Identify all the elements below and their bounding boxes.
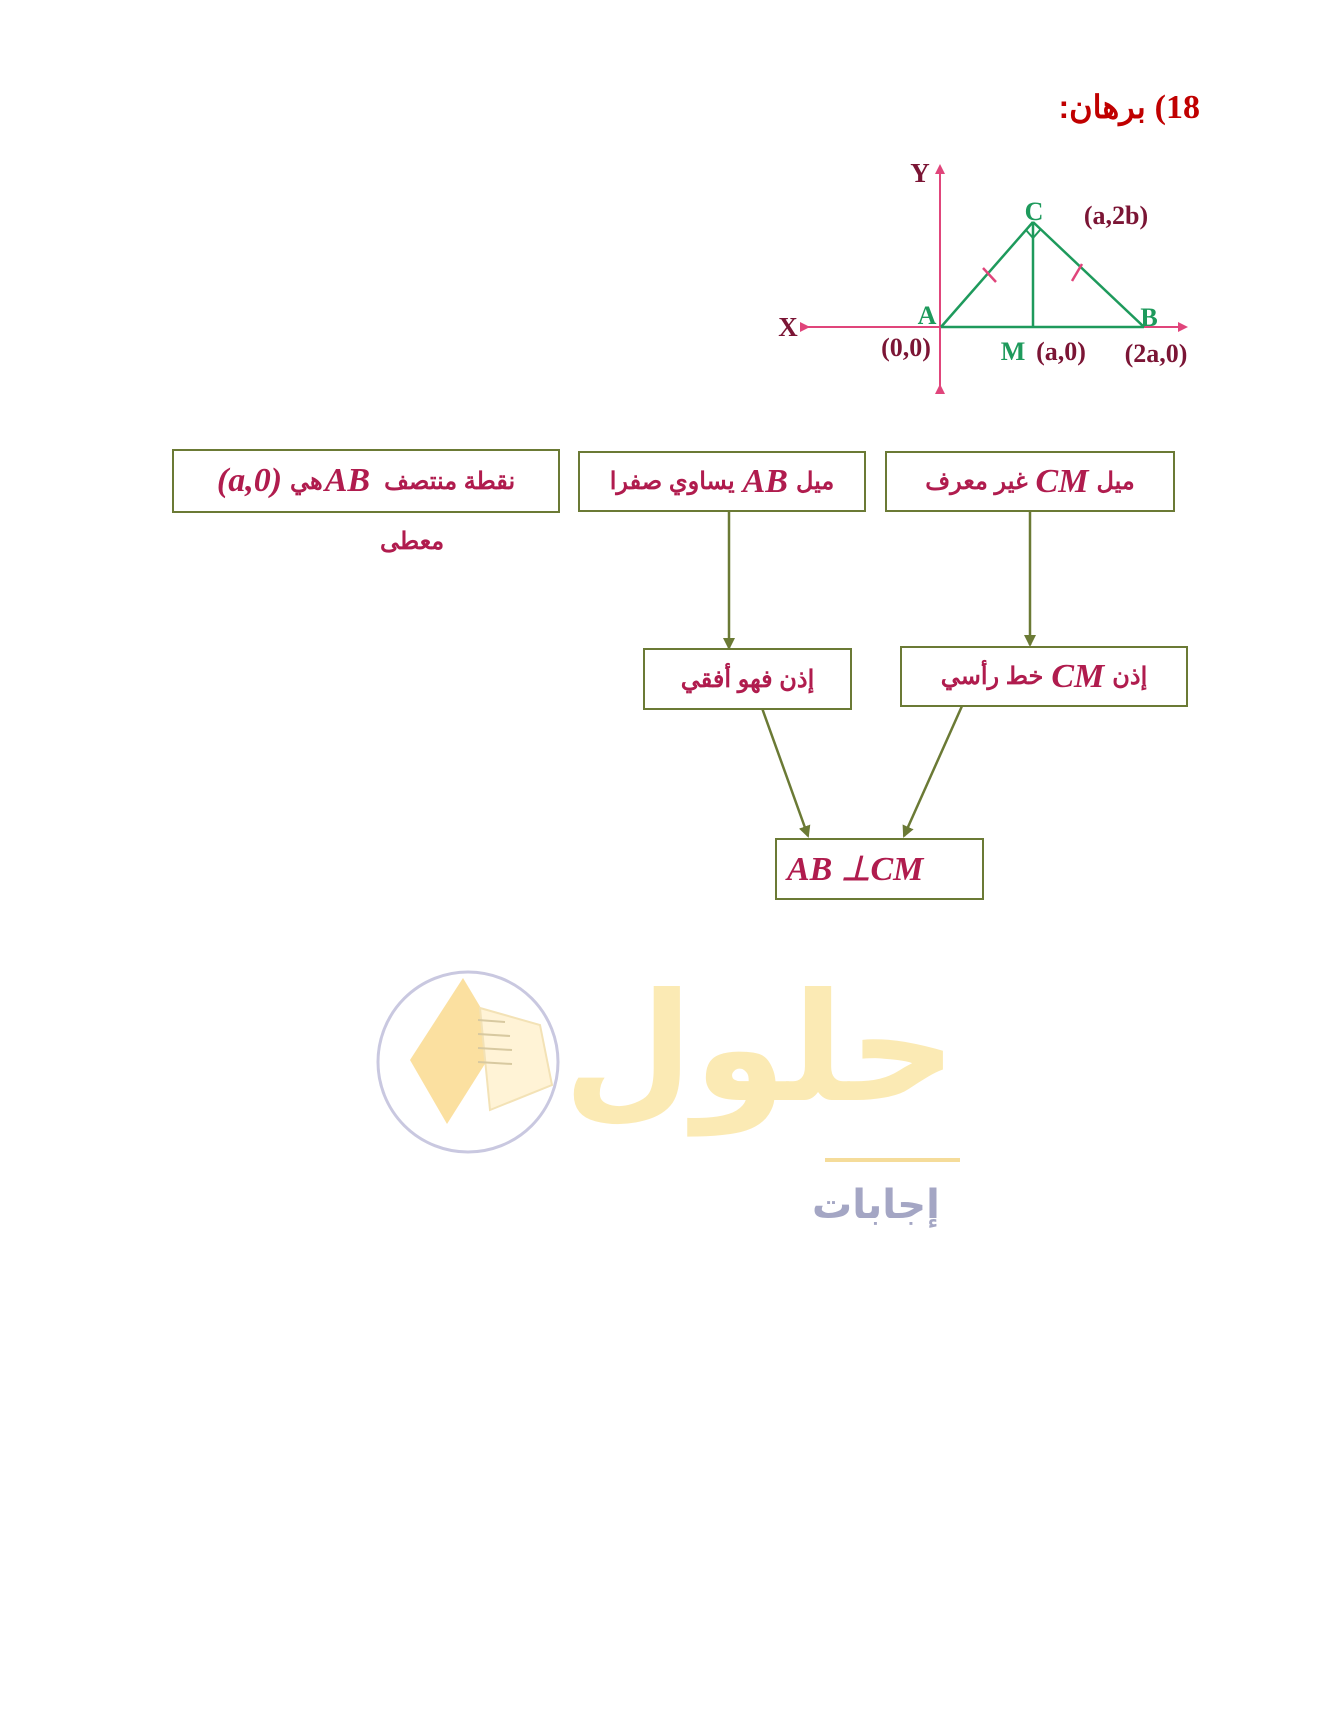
box5-text: إذن فهو أفقي [680, 665, 815, 693]
box3-math2: (a,0) [216, 462, 283, 499]
box3-mid-text: هي [290, 467, 323, 495]
box1-math: CM [1035, 462, 1089, 500]
box4-pre-text: إذن [1112, 663, 1148, 690]
box-ab-horizontal: إذن فهو أفقي [643, 648, 852, 710]
arrow-box4-to-box6 [902, 705, 964, 838]
axis-x-label: X [778, 312, 798, 342]
watermark-book-icon [410, 978, 500, 1124]
tick-mark-ac [982, 267, 997, 283]
axis-y-label: Y [910, 158, 930, 188]
problem-number: 18) [1154, 89, 1200, 126]
box-cm-slope-undefined: ميل CM غير معرف [885, 451, 1175, 512]
right-angle-mark [1025, 229, 1041, 240]
point-c-coords: (a,2b) [1084, 201, 1148, 230]
side-ac [940, 221, 1034, 328]
box3-pre-text: نقطة منتصف [384, 467, 516, 495]
box-perpendicular-conclusion: AB ⊥CM [775, 838, 984, 900]
box2-post-text: يساوي صفرا [609, 468, 735, 495]
box1-post-text: غير معرف [925, 468, 1028, 495]
box2-pre-text: ميل [795, 468, 835, 495]
box4-post-text: خط رأسي [940, 663, 1044, 690]
problem-title: برهان: [1058, 89, 1146, 125]
point-a-label: A [918, 301, 937, 330]
box1-pre-text: ميل [1096, 468, 1135, 495]
box-cm-vertical: إذن CM خط رأسي [900, 646, 1188, 707]
point-a-coords: (0,0) [881, 333, 931, 362]
watermark-logo-text: حلول [563, 962, 957, 1137]
point-b-label: B [1140, 303, 1157, 332]
problem-heading: 18) برهان: [1058, 88, 1200, 127]
side-cb [1032, 221, 1145, 328]
point-b-coords: (2a,0) [1125, 339, 1188, 368]
watermark-caption: إجابات [812, 1182, 940, 1228]
box-ab-slope-zero: ميل AB يساوي صفرا [578, 451, 866, 512]
watermark-circle [376, 970, 560, 1154]
point-c-label: C [1025, 197, 1044, 226]
point-m-label: M [1001, 337, 1026, 366]
point-m-coords: (a,0) [1036, 337, 1086, 366]
box6-math: AB ⊥CM [787, 851, 924, 888]
given-note: معطى [380, 528, 445, 555]
arrow-box5-to-box6 [760, 707, 811, 838]
tick-mark-cb [1070, 263, 1084, 282]
box-ab-midpoint: نقطة منتصف AB هي (a,0) [172, 449, 560, 513]
box3-math: AB [324, 462, 371, 499]
box4-math: CM [1051, 657, 1105, 695]
box2-math: AB [742, 462, 788, 500]
